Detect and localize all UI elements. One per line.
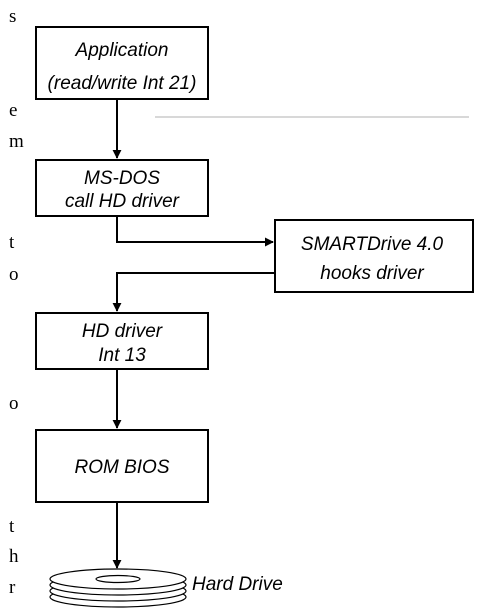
msdos-box: MS-DOS call HD driver [35, 159, 209, 217]
application-box-line1: Application [75, 40, 169, 61]
smartdrive-box-line1: SMARTDrive 4.0 [301, 234, 444, 255]
margin-fragment: o [9, 264, 19, 285]
smartdrive-box-line2: hooks driver [320, 263, 424, 284]
margin-fragments: s e m t o o t h r [9, 6, 24, 598]
margin-fragment: e [9, 100, 17, 121]
margin-fragment: o [9, 393, 19, 414]
margin-fragment: r [9, 577, 16, 598]
margin-fragment: m [9, 131, 24, 152]
margin-fragment: s [9, 6, 16, 27]
smartdrive-box: SMARTDrive 4.0 hooks driver [274, 219, 474, 293]
msdos-box-line1: MS-DOS [84, 168, 160, 189]
rom-bios-box: ROM BIOS [35, 429, 209, 503]
hd-driver-box-line2: Int 13 [98, 345, 146, 366]
application-box-line2: (read/write Int 21) [48, 73, 197, 94]
margin-fragment: h [9, 546, 19, 567]
hard-drive-label: Hard Drive [192, 574, 283, 595]
hard-drive-icon [49, 568, 187, 608]
rom-bios-box-label: ROM BIOS [74, 457, 169, 478]
arrow-smartdrive-to-hd-driver [112, 272, 275, 312]
arrow-msdos-to-smartdrive [116, 216, 274, 247]
hd-driver-box-line1: HD driver [82, 321, 163, 342]
margin-fragment: t [9, 516, 15, 537]
msdos-box-line2: call HD driver [65, 191, 180, 212]
hd-driver-box: HD driver Int 13 [35, 312, 209, 370]
margin-fragment: t [9, 232, 15, 253]
application-box: Application (read/write Int 21) [35, 26, 209, 100]
